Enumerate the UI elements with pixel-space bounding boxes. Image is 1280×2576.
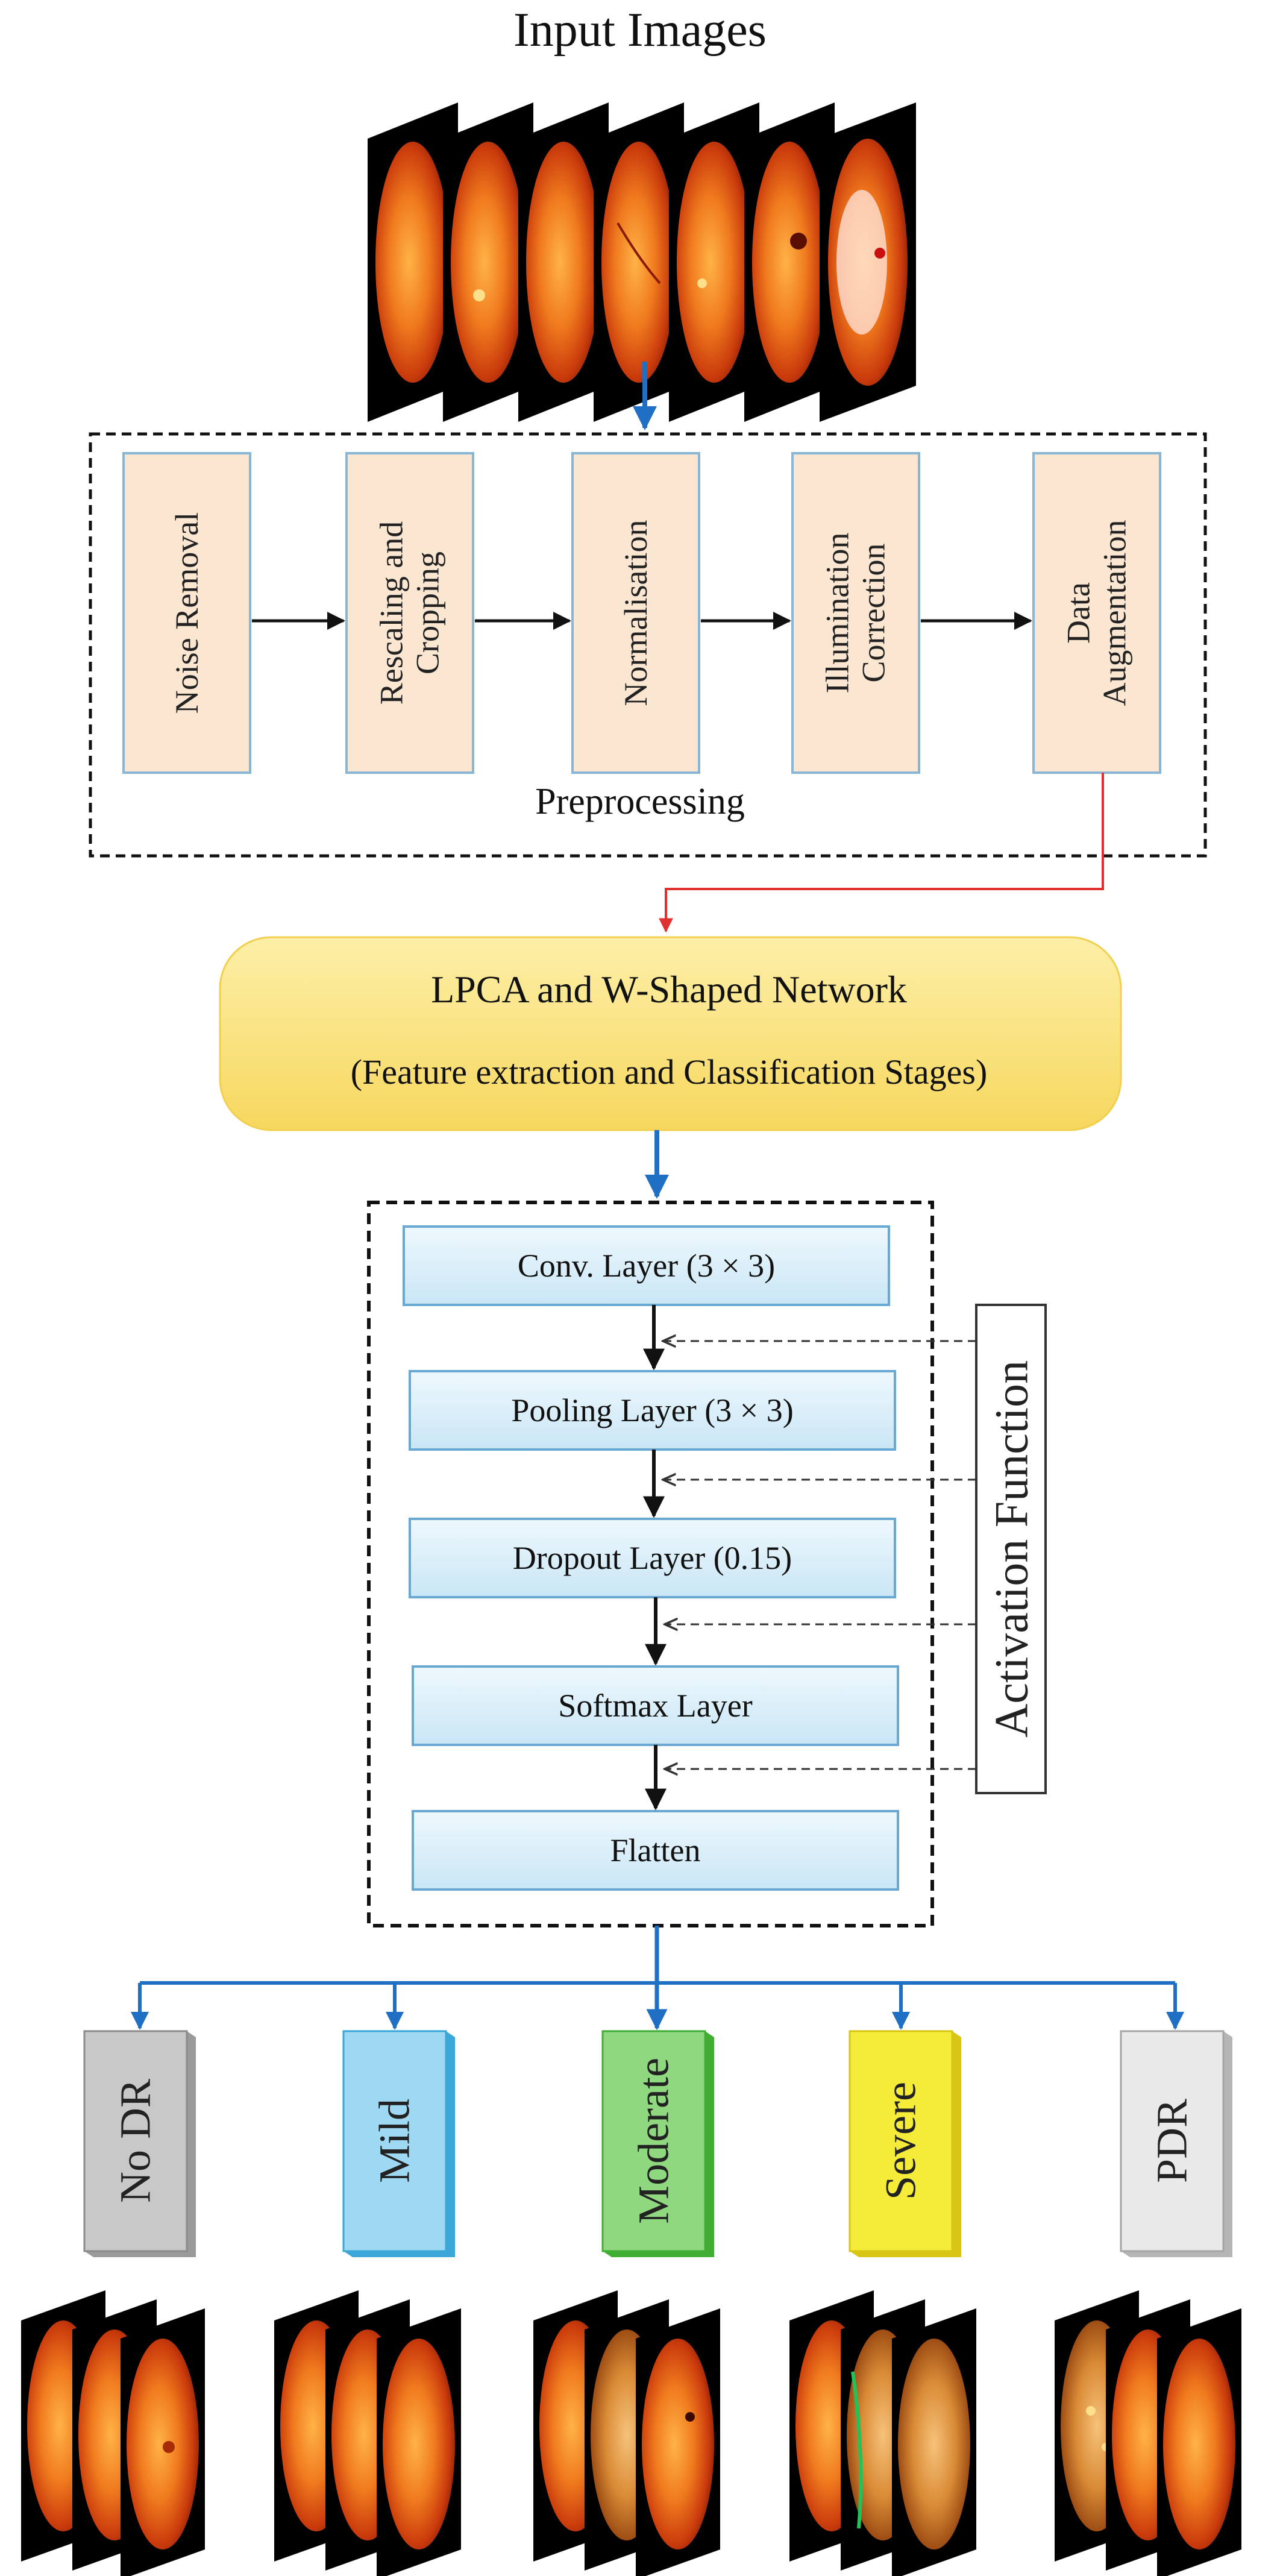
preprocessing-container	[89, 432, 1207, 858]
class-label-severe: Severe	[876, 2082, 925, 2200]
step-label-normalisation: Normalisation	[617, 520, 654, 706]
step-noise-removal	[122, 452, 251, 774]
step-label-noise-removal: Noise Removal	[168, 512, 205, 714]
fundus-image	[669, 102, 759, 422]
class-box-severe	[849, 2030, 961, 2257]
class-label-mild: Mild	[370, 2098, 419, 2184]
layers-container	[367, 1201, 934, 1927]
layer-conv	[403, 1225, 890, 1306]
step-label-data-augmentation: Data Augmentation	[1060, 520, 1133, 706]
page-title: Input Images	[513, 4, 767, 57]
sample-images-no-dr	[21, 2290, 205, 2576]
step-normalisation	[571, 452, 700, 774]
fundus-image	[820, 102, 916, 422]
activation-function-box	[975, 1304, 1047, 1794]
step-data-augmentation	[1032, 452, 1161, 774]
class-label-moderate: Moderate	[629, 2058, 678, 2224]
class-label-pdr: PDR	[1147, 2098, 1196, 2184]
input-image-stack	[368, 102, 916, 422]
step-rescaling-cropping	[345, 452, 474, 774]
step-illumination-correction	[791, 452, 920, 774]
layer-label-softmax: Softmax Layer	[558, 1688, 753, 1724]
activation-function-label: Activation Function	[985, 1360, 1038, 1738]
class-box-pdr	[1120, 2030, 1232, 2257]
class-box-mild	[342, 2030, 455, 2257]
fundus-image	[368, 102, 458, 422]
network-subtitle: (Feature extraction and Classification S…	[350, 1052, 988, 1092]
step-label-illumination-correction: Illumination Correction	[819, 532, 892, 694]
fundus-image	[594, 102, 684, 422]
layer-pooling	[409, 1370, 896, 1451]
layer-label-conv: Conv. Layer (3 × 3)	[517, 1248, 776, 1284]
sample-images-pdr	[1055, 2290, 1241, 2576]
fundus-image	[518, 102, 609, 422]
class-box-no-dr	[83, 2030, 196, 2257]
fundus-image	[443, 102, 533, 422]
class-label-no-dr: No DR	[111, 2078, 160, 2204]
sample-images-severe	[789, 2290, 976, 2576]
layer-label-pooling: Pooling Layer (3 × 3)	[511, 1392, 794, 1428]
layer-label-flatten: Flatten	[610, 1832, 701, 1868]
layer-flatten	[412, 1810, 899, 1891]
network-title: LPCA and W-Shaped Network	[431, 968, 907, 1011]
class-box-moderate	[601, 2030, 714, 2257]
sample-images-moderate	[533, 2290, 720, 2576]
step-label-rescaling-cropping: Rescaling and Cropping	[373, 521, 446, 705]
fundus-image	[744, 102, 835, 422]
layer-softmax	[412, 1665, 899, 1746]
preprocessing-caption: Preprocessing	[535, 781, 745, 822]
lpca-network-box	[219, 936, 1122, 1131]
layer-dropout	[409, 1518, 896, 1598]
red-connector-arrow	[659, 773, 1104, 933]
sample-images-mild	[274, 2290, 461, 2576]
layer-label-dropout: Dropout Layer (0.15)	[512, 1540, 792, 1576]
